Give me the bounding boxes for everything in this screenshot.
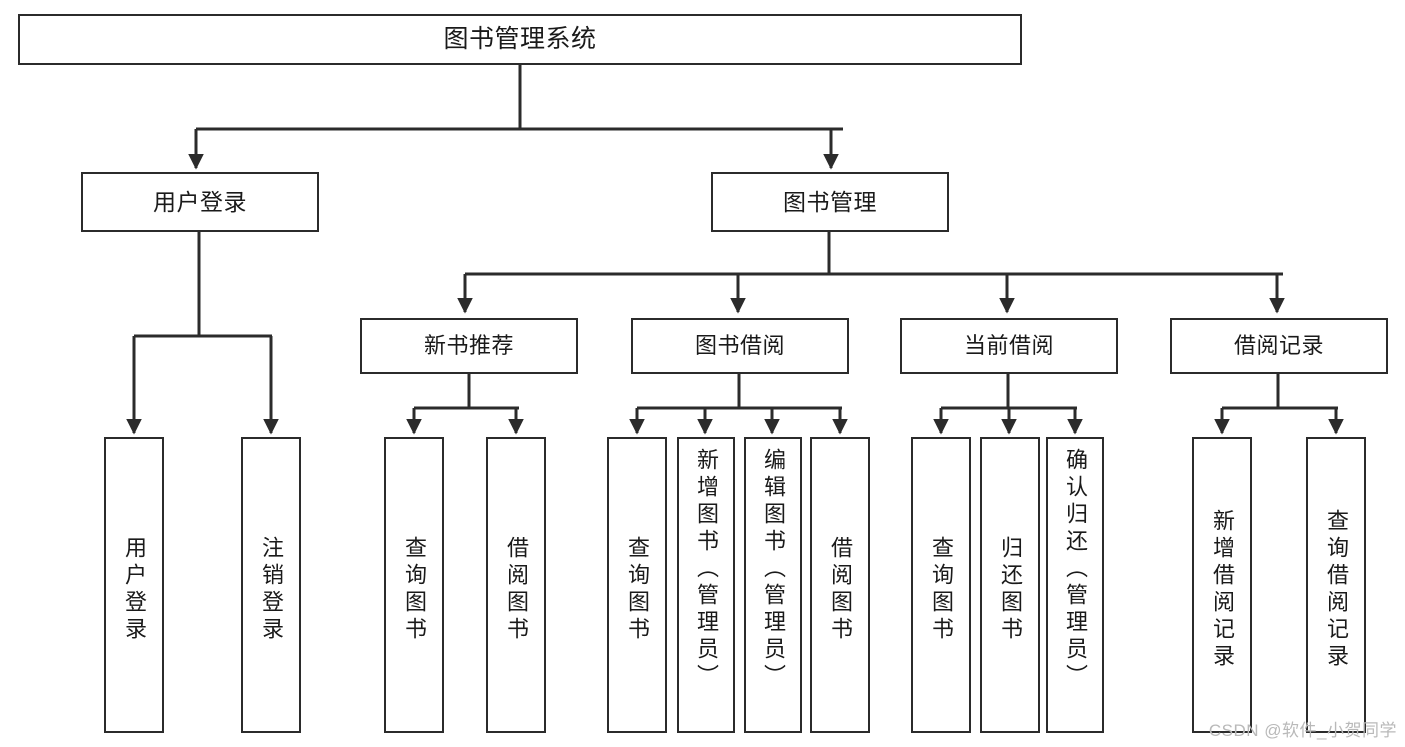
node-leaf-query-book-3[interactable]: 查询图书: [911, 437, 971, 733]
node-user-login-label: 用户登录: [153, 188, 247, 215]
node-leaf-add-record[interactable]: 新增借阅记录: [1192, 437, 1252, 733]
node-leaf-edit-book-label: 编辑图书（管理员）: [761, 448, 786, 691]
node-leaf-borrow-book-2[interactable]: 借阅图书: [810, 437, 870, 733]
csdn-watermark: CSDN @软件_小贺同学: [1208, 721, 1397, 740]
node-leaf-user-login-label: 用户登录: [122, 535, 147, 644]
node-current-borrow-label: 当前借阅: [963, 333, 1054, 358]
node-borrow-record-label: 借阅记录: [1233, 333, 1324, 358]
node-leaf-query-book-2[interactable]: 查询图书: [607, 437, 667, 733]
node-leaf-return-book[interactable]: 归还图书: [980, 437, 1040, 733]
node-leaf-query-book-1-label: 查询图书: [402, 535, 427, 644]
node-new-book-rec-label: 新书推荐: [423, 333, 514, 358]
node-new-book-rec[interactable]: 新书推荐: [360, 318, 578, 374]
node-user-login[interactable]: 用户登录: [81, 172, 319, 232]
node-leaf-confirm-return-label: 确认归还（管理员）: [1063, 448, 1088, 691]
node-current-borrow[interactable]: 当前借阅: [900, 318, 1118, 374]
node-leaf-borrow-book-1[interactable]: 借阅图书: [486, 437, 546, 733]
node-leaf-logout[interactable]: 注销登录: [241, 437, 301, 733]
node-book-borrow[interactable]: 图书借阅: [631, 318, 849, 374]
node-leaf-add-book[interactable]: 新增图书（管理员）: [677, 437, 735, 733]
node-leaf-borrow-book-1-label: 借阅图书: [504, 535, 529, 644]
node-root[interactable]: 图书管理系统: [18, 14, 1022, 65]
node-leaf-logout-label: 注销登录: [259, 535, 284, 644]
node-book-manage-label: 图书管理: [783, 188, 877, 215]
node-leaf-return-book-label: 归还图书: [998, 535, 1023, 644]
node-leaf-query-book-2-label: 查询图书: [625, 535, 650, 644]
node-leaf-user-login[interactable]: 用户登录: [104, 437, 164, 733]
node-leaf-add-book-label: 新增图书（管理员）: [694, 448, 719, 691]
node-root-label: 图书管理系统: [443, 25, 597, 53]
node-leaf-query-record-label: 查询借阅记录: [1324, 508, 1349, 671]
node-leaf-query-book-1[interactable]: 查询图书: [384, 437, 444, 733]
node-leaf-edit-book[interactable]: 编辑图书（管理员）: [744, 437, 802, 733]
node-borrow-record[interactable]: 借阅记录: [1170, 318, 1388, 374]
node-leaf-borrow-book-2-label: 借阅图书: [828, 535, 853, 644]
node-leaf-query-book-3-label: 查询图书: [929, 535, 954, 644]
node-leaf-confirm-return[interactable]: 确认归还（管理员）: [1046, 437, 1104, 733]
node-book-borrow-label: 图书借阅: [694, 333, 785, 358]
node-leaf-add-record-label: 新增借阅记录: [1210, 508, 1235, 671]
node-book-manage[interactable]: 图书管理: [711, 172, 949, 232]
node-leaf-query-record[interactable]: 查询借阅记录: [1306, 437, 1366, 733]
